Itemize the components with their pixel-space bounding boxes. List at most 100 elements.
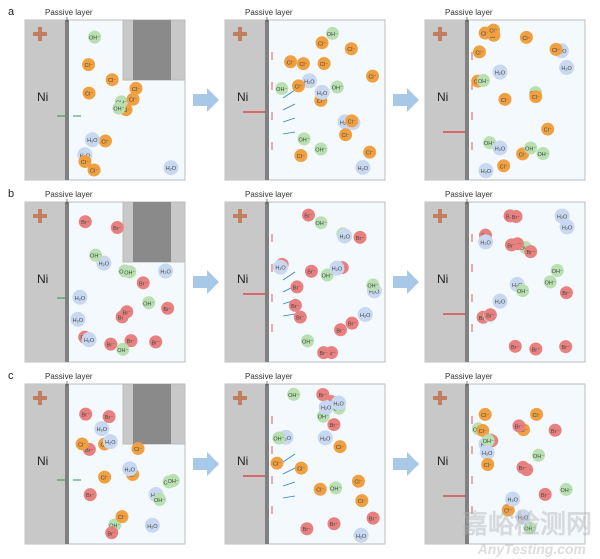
ion-label: Br⁻ xyxy=(330,522,339,528)
ion-label: H₂O xyxy=(360,313,371,319)
ion-label: H₂O xyxy=(160,270,171,276)
ion-oh: OH⁻ xyxy=(483,136,497,150)
plus-icon xyxy=(38,27,42,41)
ion-label: OH⁻ xyxy=(560,488,571,494)
ion-label: Br⁻ xyxy=(291,304,300,310)
ion-cl: Cl⁻ xyxy=(284,55,298,69)
ion-circle xyxy=(472,45,486,59)
ion-oh: OH⁻ xyxy=(272,431,286,445)
ion-circle xyxy=(523,521,537,535)
ion-circle xyxy=(129,81,143,95)
ion-circle xyxy=(329,481,343,495)
ion-oh: OH⁻ xyxy=(524,141,538,155)
ion-label: Br⁻ xyxy=(296,316,305,322)
ion-circle xyxy=(479,445,495,461)
ion-br: Br⁻ xyxy=(102,410,116,424)
plus-icon xyxy=(38,391,42,405)
ion-label: OH⁻ xyxy=(315,148,326,154)
ion-cl: Cl⁻ xyxy=(98,470,112,484)
passive-layer-label: Passive layer xyxy=(45,372,93,381)
ion-oh: OH⁻ xyxy=(532,448,546,462)
ion-cl: Cl⁻ xyxy=(292,79,306,93)
metal-label: Ni xyxy=(37,272,49,286)
passive-layer-label: Passive layer xyxy=(45,8,93,17)
ion-circle xyxy=(166,474,180,488)
ion-circle xyxy=(122,461,138,477)
ion-circle xyxy=(345,114,359,128)
ion-label: H₂O xyxy=(333,401,344,407)
ion-oh: OH⁻ xyxy=(329,481,343,495)
ion-circle xyxy=(353,230,367,244)
ion-label: H₂O xyxy=(125,467,136,473)
ion-label: Cl⁻ xyxy=(287,60,295,66)
ion-circle xyxy=(317,57,331,71)
ion-label: OH⁻ xyxy=(302,339,313,345)
ion-circle xyxy=(300,522,314,536)
ion-label: Cl⁻ xyxy=(108,78,116,84)
ion-label: Cl⁻ xyxy=(481,413,489,419)
ion-cl: Cl⁻ xyxy=(355,494,369,508)
ion-circle xyxy=(355,494,369,508)
ion-label: Cl⁻ xyxy=(336,445,344,451)
ion-oh: OH⁻ xyxy=(523,521,537,535)
ion-h2o: H₂O xyxy=(478,234,494,250)
ion-circle xyxy=(481,457,495,471)
ion-circle xyxy=(559,340,573,354)
ion-h2o: H₂O xyxy=(273,259,289,275)
ion-label: OH⁻ xyxy=(143,301,154,307)
ion-label: Cl⁻ xyxy=(484,463,492,469)
ion-br: Br⁻ xyxy=(505,238,519,252)
ion-br: Br⁻ xyxy=(512,419,526,433)
ion-circle xyxy=(524,245,538,259)
passive-layer xyxy=(65,384,69,544)
ion-circle xyxy=(131,442,145,456)
nickel-substrate xyxy=(425,20,465,180)
ion-oh: OH⁻ xyxy=(314,216,328,230)
ion-label: Br⁻ xyxy=(562,291,571,297)
ion-label: Cl⁻ xyxy=(358,499,366,505)
ion-label: Cl⁻ xyxy=(519,152,527,158)
ion-circle xyxy=(112,101,126,115)
panel-a-1 xyxy=(24,17,186,181)
row-label-c: c xyxy=(8,370,14,382)
plus-icon xyxy=(438,391,442,405)
ion-label: Cl⁻ xyxy=(118,515,126,521)
ion-circle xyxy=(87,163,101,177)
nickel-substrate xyxy=(425,202,465,362)
inset-pit xyxy=(133,20,171,80)
ion-oh: OH⁻ xyxy=(476,74,490,88)
plus-icon xyxy=(238,27,242,41)
ion-h2o: H₂O xyxy=(72,289,88,305)
migration-arrow xyxy=(282,313,296,317)
metal-label: Ni xyxy=(237,272,249,286)
ion-h2o: H₂O xyxy=(81,332,97,348)
ion-br: Br⁻ xyxy=(78,215,92,229)
ion-label: H₂O xyxy=(304,79,315,85)
ion-circle xyxy=(120,305,134,319)
ion-label: OH⁻ xyxy=(545,280,556,286)
ion-br: Br⁻ xyxy=(538,487,552,501)
ion-label: Br⁻ xyxy=(303,527,312,533)
metal-label: Ni xyxy=(237,454,249,468)
ion-circle xyxy=(339,128,353,142)
metal-label: Ni xyxy=(437,454,449,468)
ion-label: H₂O xyxy=(508,498,519,504)
row-label-a: a xyxy=(8,6,15,18)
ion-circle xyxy=(275,82,289,96)
ion-circle xyxy=(351,474,365,488)
ion-br: Br⁻ xyxy=(317,346,331,360)
ion-h2o: H₂O xyxy=(84,132,100,148)
ion-cl: Cl⁻ xyxy=(501,503,515,517)
ion-label: Br⁻ xyxy=(479,316,488,322)
ion-oh: OH⁻ xyxy=(536,146,550,160)
plus-icon xyxy=(438,209,442,223)
ion-circle xyxy=(366,278,380,292)
ion-label: OH⁻ xyxy=(478,79,489,85)
ion-label: Cl⁻ xyxy=(501,98,509,104)
ion-label: OH⁻ xyxy=(327,32,338,38)
ion-label: Br⁻ xyxy=(551,429,560,435)
passive-layer xyxy=(265,202,269,362)
panel-b-3 xyxy=(424,199,586,363)
ion-circle xyxy=(272,431,286,445)
ion-label: OH⁻ xyxy=(90,254,101,260)
